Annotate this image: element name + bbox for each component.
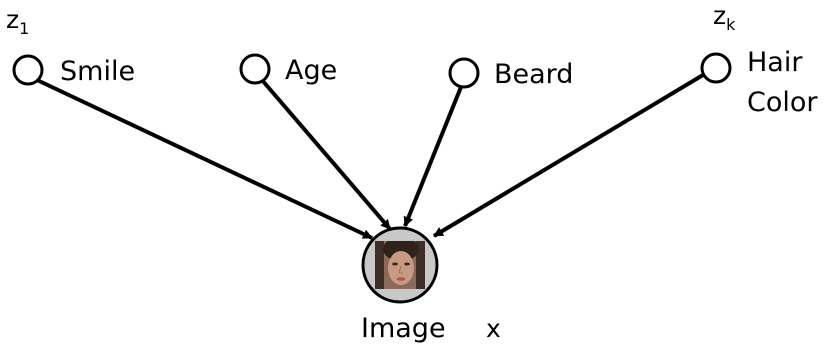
- x-variable-label: x: [486, 314, 501, 343]
- edge-age-to-image: [260, 78, 392, 231]
- latent-node-beard: [448, 57, 480, 89]
- beard-label: Beard: [494, 59, 573, 90]
- latent-node-age: [239, 53, 271, 85]
- edge-smile-to-image: [36, 78, 373, 240]
- latent-node-smile: [12, 54, 44, 86]
- zk-label: zk: [713, 1, 736, 34]
- latent-node-hair-color: [700, 52, 732, 84]
- color-label: Color: [747, 87, 818, 118]
- z1-label: z1: [6, 5, 29, 38]
- face-photo-icon: [375, 241, 425, 289]
- smile-label: Smile: [60, 56, 135, 87]
- edge-haircolor-to-image: [432, 73, 705, 238]
- image-label: Image: [361, 313, 446, 344]
- hair-label: Hair: [747, 47, 803, 78]
- edge-beard-to-image: [403, 86, 463, 227]
- age-label: Age: [285, 55, 337, 86]
